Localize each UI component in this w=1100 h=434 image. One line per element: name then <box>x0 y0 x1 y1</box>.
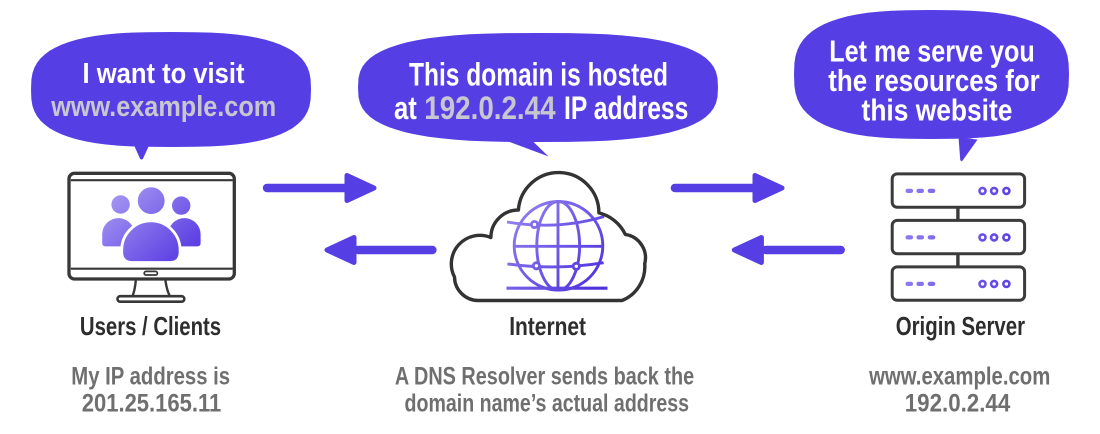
svg-text:www.example.com: www.example.com <box>50 89 276 122</box>
svg-text:This domain is hosted: This domain is hosted <box>409 57 668 93</box>
svg-text:Internet: Internet <box>509 312 586 340</box>
svg-text:192.0.2.44: 192.0.2.44 <box>905 390 1011 417</box>
svg-text:IP address: IP address <box>564 91 688 127</box>
svg-text:domain name’s actual address: domain name’s actual address <box>405 389 690 417</box>
svg-text:the resources for: the resources for <box>828 64 1039 99</box>
svg-text:I want to visit: I want to visit <box>83 56 245 89</box>
svg-text:201.25.165.11: 201.25.165.11 <box>82 389 222 417</box>
svg-text:A DNS Resolver sends back the: A DNS Resolver sends back the <box>395 362 694 390</box>
svg-text:this website: this website <box>862 94 1013 128</box>
svg-text:192.0.2.44: 192.0.2.44 <box>424 91 556 126</box>
svg-text:at: at <box>394 91 417 126</box>
svg-text:My IP address is: My IP address is <box>71 361 230 390</box>
svg-text:www.example.com: www.example.com <box>868 361 1050 390</box>
svg-text:Origin Server: Origin Server <box>896 312 1025 341</box>
svg-text:Let me serve you: Let me serve you <box>829 33 1035 68</box>
svg-text:Users / Clients: Users / Clients <box>80 312 221 341</box>
